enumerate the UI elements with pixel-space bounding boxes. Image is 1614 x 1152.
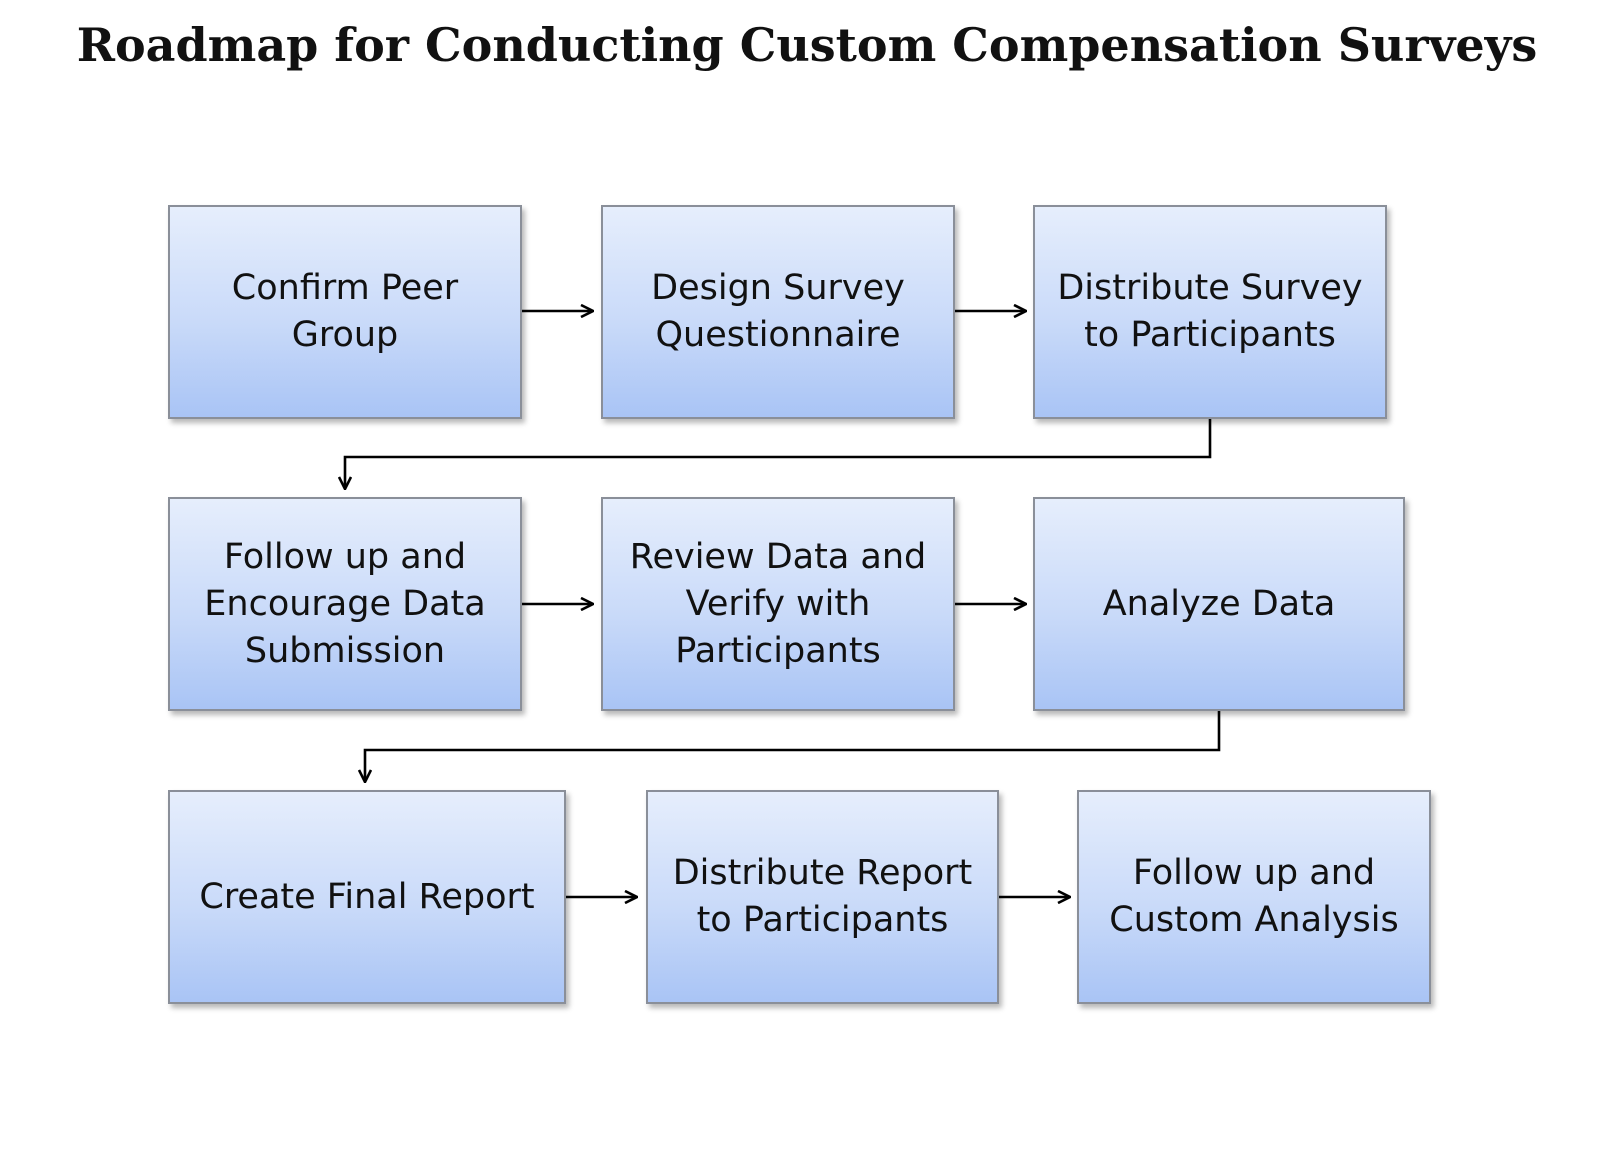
- arrow-step6-to-step7: [365, 711, 1221, 781]
- step-follow-up-custom-analysis: Follow up and Custom Analysis: [1077, 790, 1431, 1004]
- step-analyze-data: Analyze Data: [1033, 497, 1405, 711]
- arrow-step3-to-step4: [345, 419, 1212, 488]
- step-design-survey-questionnaire: Design Survey Questionnaire: [601, 205, 955, 419]
- step-follow-up-encourage-submission: Follow up and Encourage Data Submission: [168, 497, 522, 711]
- step-review-data-verify: Review Data and Verify with Participants: [601, 497, 955, 711]
- step-confirm-peer-group: Confirm Peer Group: [168, 205, 522, 419]
- step-distribute-survey: Distribute Survey to Participants: [1033, 205, 1387, 419]
- step-distribute-report: Distribute Report to Participants: [646, 790, 999, 1004]
- step-create-final-report: Create Final Report: [168, 790, 566, 1004]
- diagram-title: Roadmap for Conducting Custom Compensati…: [76, 18, 1538, 72]
